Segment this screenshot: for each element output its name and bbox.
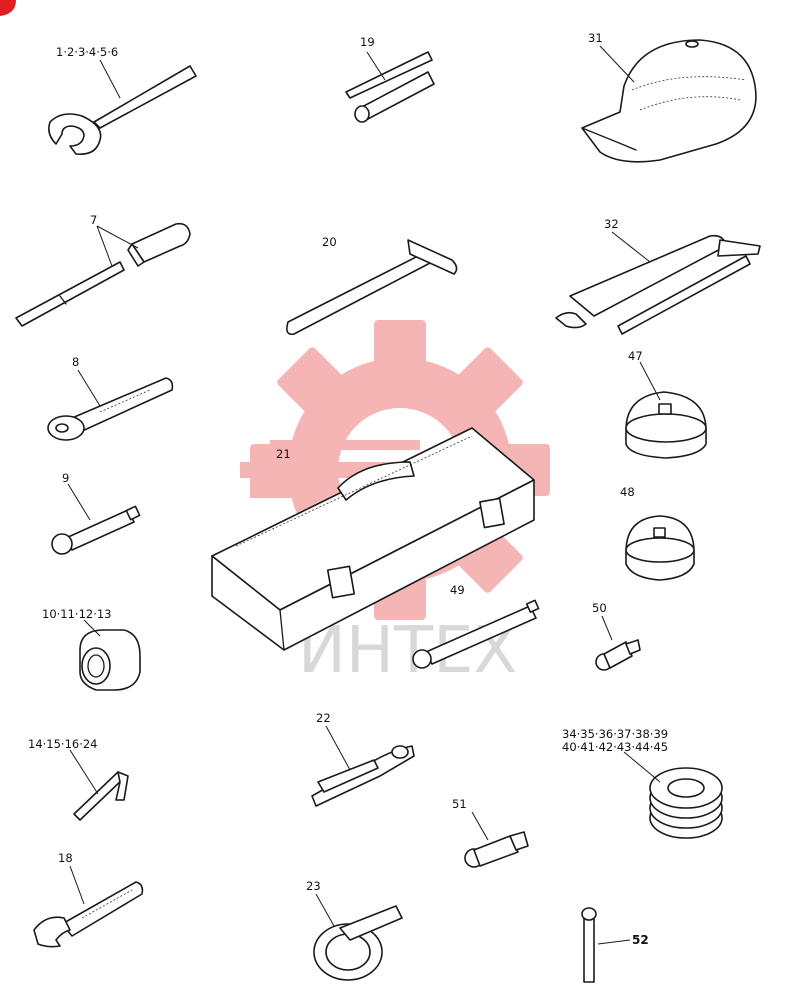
leader-line <box>69 865 85 905</box>
leader-line <box>366 51 386 81</box>
part-label-48: 48 <box>620 485 635 499</box>
part-label-14-24: 14·15·16·24 <box>28 737 98 751</box>
socket-adapter-icon <box>595 639 641 671</box>
part-label-40-45: 40·41·42·43·44·45 <box>562 740 668 754</box>
part-label-34-39: 34·35·36·37·38·39 <box>562 727 668 741</box>
part-label-32: 32 <box>604 217 619 231</box>
long-extension-bar-icon <box>412 599 540 669</box>
leader-line <box>325 725 351 771</box>
leader-line <box>611 231 651 263</box>
leader-line <box>96 225 139 249</box>
leader-line <box>67 483 91 521</box>
leader-line <box>599 45 635 83</box>
shim-stack-icon <box>649 767 723 839</box>
leader-line <box>471 811 489 841</box>
hex-key-icon <box>73 771 129 821</box>
pliers-icon <box>311 745 415 807</box>
part-label-18: 18 <box>58 851 73 865</box>
filter-cup-wrench-small-icon <box>625 515 695 581</box>
part-label-47: 47 <box>628 349 643 363</box>
leader-line <box>83 619 101 637</box>
part-label-49: 49 <box>450 583 465 597</box>
part-label-20: 20 <box>322 235 337 249</box>
leader-line <box>77 369 101 407</box>
grease-gun-icon <box>555 234 761 335</box>
leader-line <box>597 939 631 945</box>
part-label-50: 50 <box>592 601 607 615</box>
pin-punch-icon <box>581 907 597 983</box>
leader-line <box>96 225 113 267</box>
safety-helmet-icon <box>581 39 757 163</box>
leader-line <box>601 615 613 641</box>
part-label-9: 9 <box>62 471 69 485</box>
leader-line <box>315 893 335 927</box>
ratchet-wrench-icon <box>47 377 174 441</box>
leader-line <box>623 751 661 783</box>
part-label-19: 19 <box>360 35 375 49</box>
screwdriver-icon <box>15 222 191 327</box>
part-label-51: 51 <box>452 797 467 811</box>
part-label-23: 23 <box>306 879 321 893</box>
t-handle-wrench-icon <box>286 239 458 336</box>
corner-badge-icon <box>0 0 16 16</box>
filter-cup-wrench-large-icon <box>625 391 707 459</box>
part-label-1-6: 1·2·3·4·5·6 <box>56 45 118 59</box>
universal-joint-adapter-icon <box>464 831 529 868</box>
part-label-52: 52 <box>632 933 649 947</box>
part-label-31: 31 <box>588 31 603 45</box>
watermark-text: ИНТЕХ <box>298 614 517 688</box>
leader-line <box>99 59 121 99</box>
wrench-open-end-icon <box>48 65 197 156</box>
extension-bar-icon <box>51 505 141 555</box>
leader-line <box>639 361 661 401</box>
socket-icon <box>79 629 141 691</box>
rod-set-icon <box>345 51 435 123</box>
tool-box-icon <box>211 427 535 651</box>
part-label-7: 7 <box>90 213 97 227</box>
adjustable-wrench-icon <box>33 881 144 948</box>
part-label-22: 22 <box>316 711 331 725</box>
part-label-10-13: 10·11·12·13 <box>42 607 112 621</box>
hook-wrench-icon <box>313 905 403 981</box>
leader-line <box>69 749 99 795</box>
part-label-21: 21 <box>276 447 291 461</box>
part-label-8: 8 <box>72 355 79 369</box>
